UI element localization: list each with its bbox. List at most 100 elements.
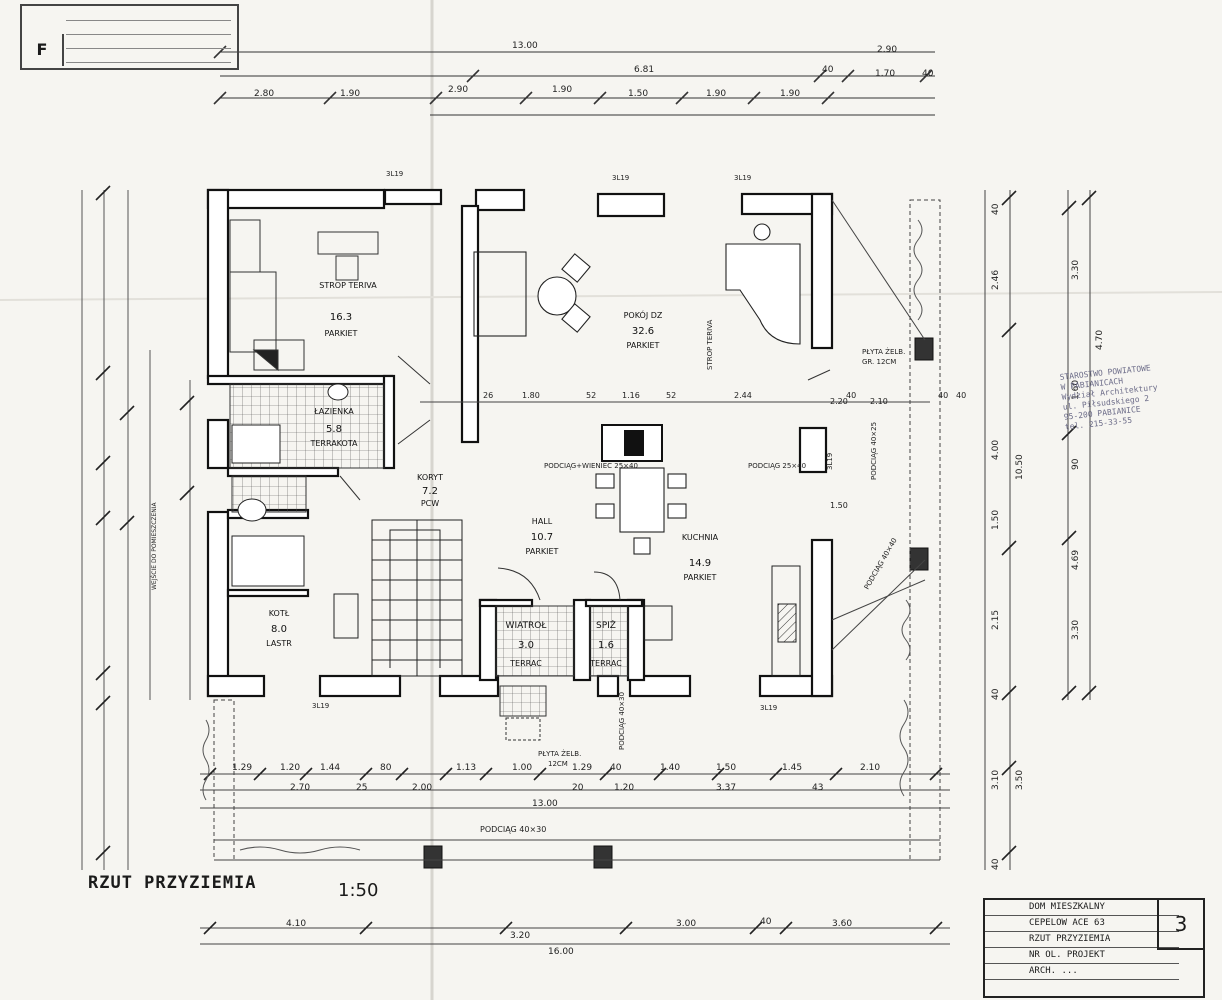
- bottom-dimension-texts: 1.29 1.20 1.44 80 1.13 1.00 1.29 40 1.40…: [232, 763, 880, 957]
- corner-stamp: F: [20, 4, 239, 70]
- dim-b1-0: 1.29: [232, 763, 252, 773]
- dim-int-6: 40: [846, 391, 856, 400]
- fireplace-opening: [624, 430, 644, 456]
- dim-right-14: 3.50: [1015, 770, 1025, 790]
- title-block-row: RZUT PRZYZIEMIA: [985, 932, 1179, 948]
- dim-right-6: 10.50: [1015, 454, 1025, 480]
- room-2-name: ŁAZIENKA: [313, 407, 354, 416]
- room-3-area: 7.2: [422, 486, 438, 497]
- note-plyta-bottom2: 12CM: [548, 760, 568, 768]
- dim-b1-5: 1.00: [512, 763, 532, 773]
- dim-b1-7: 40: [610, 763, 622, 773]
- dim-right-13: 3.10: [991, 770, 1001, 790]
- dim-top-row2-5: 1.90: [706, 89, 726, 99]
- dim-right-3: 4.70: [1095, 330, 1105, 350]
- title-block-row: NR OL. PROJEKT: [985, 948, 1179, 964]
- room-1-area: 32.6: [632, 326, 654, 337]
- room-4-name: HALL: [532, 517, 553, 526]
- drawing-scale: 1:50: [338, 880, 379, 901]
- dim-vb-3: 40: [760, 917, 772, 927]
- room-5-name: KUCHNIA: [682, 533, 719, 542]
- dim-right-7: 90: [1071, 458, 1081, 470]
- room-1-floor: PARKIET: [627, 341, 660, 350]
- outer-walls: [206, 188, 834, 698]
- room-5-floor: PARKIET: [684, 573, 717, 582]
- dim-very-bottom-total: 16.00: [548, 947, 574, 957]
- dim-b1-3: 80: [380, 763, 392, 773]
- dim-vb-4: 3.60: [832, 919, 852, 929]
- room-3-name: KORYT: [417, 473, 443, 482]
- room-7-area: 3.0: [518, 640, 534, 651]
- cabinet: [473, 251, 527, 337]
- dim-b2-5: 3.37: [716, 783, 736, 793]
- vestibule-tiles: [495, 605, 575, 677]
- dim-int-4: 52: [666, 391, 676, 400]
- armchair: [561, 253, 591, 283]
- corner-row: [66, 8, 231, 21]
- note-left: WEJŚCIE DO POMIESZCZENIA: [151, 501, 158, 590]
- chair: [595, 473, 615, 489]
- washbasin: [327, 383, 349, 401]
- dim-b2-1: 25: [356, 783, 367, 793]
- dim-int-3: 1.16: [622, 391, 640, 400]
- boiler-unit: [333, 593, 359, 639]
- interior-dimension-texts: 26 1.80 52 1.16 52 2.44 40 2.10 40 40 1.…: [420, 391, 966, 510]
- dim-b2-6: 43: [812, 783, 823, 793]
- dim-int-0: 26: [483, 391, 493, 400]
- dim-top-row2-6: 1.90: [780, 89, 800, 99]
- dim-vb-1: 3.20: [510, 931, 530, 941]
- note-lintel-5: 3L19: [760, 704, 777, 712]
- title-block-row: CEPELOW ACE 63: [985, 916, 1179, 932]
- bathtub: [231, 424, 281, 464]
- bottom-dimension-lines: [200, 767, 950, 945]
- door-swings: [339, 355, 831, 601]
- dim-right-4: 1.60: [1071, 380, 1081, 400]
- chair: [667, 503, 687, 519]
- dining-table: [619, 467, 665, 533]
- dim-bottom-total: 13.00: [532, 799, 558, 809]
- sheet-number: 3: [1157, 900, 1203, 950]
- room-5-area: 14.9: [689, 558, 711, 569]
- dim-int-10: 1.50: [830, 501, 848, 510]
- title-block-row: DOM MIESZKALNY: [985, 900, 1179, 916]
- dim-right-1: 2.46: [991, 270, 1001, 290]
- dim-b1-11: 2.10: [860, 763, 880, 773]
- bedroom-furniture: [229, 219, 379, 372]
- corner-sofa: [725, 243, 801, 345]
- dim-vb-2: 3.00: [676, 919, 696, 929]
- note-lintel-3: 3L19: [734, 174, 751, 182]
- room-8-area: 1.6: [598, 640, 614, 651]
- hedges: [202, 219, 923, 854]
- note-lintel-4: 3L19: [312, 702, 329, 710]
- terrace-outline: [213, 199, 941, 861]
- note-podciag-1: PODCIĄG 25×40: [748, 462, 806, 470]
- dim-top-right: 2.90: [877, 45, 897, 55]
- chair: [595, 503, 615, 519]
- dim-int-11: 2.20: [830, 397, 848, 406]
- dim-b2-0: 2.70: [290, 783, 310, 793]
- dim-top-row2-1: 1.90: [340, 89, 360, 99]
- corner-row: [66, 22, 231, 35]
- dim-top-mid: 6.81: [634, 65, 654, 75]
- dim-b2-4: 1.20: [614, 783, 634, 793]
- dim-b2-2: 2.00: [412, 783, 432, 793]
- dim-top-total: 13.00: [512, 41, 538, 51]
- room-7-name: WIATROŁ: [506, 621, 548, 631]
- entrance-mat: [505, 717, 541, 741]
- note-lintel-6: 3L19: [826, 453, 834, 470]
- dim-top-row2-0: 2.80: [254, 89, 274, 99]
- note-podciag-right2: PODCIĄG 40×40: [863, 537, 899, 591]
- dim-b1-10: 1.45: [782, 763, 802, 773]
- note-podciag-wieniec: PODCIĄG+WIENIEC 25×40: [544, 462, 638, 470]
- dim-b1-4: 1.13: [456, 763, 476, 773]
- room-2-area: 5.8: [326, 424, 342, 435]
- dim-b2-3: 20: [572, 783, 584, 793]
- note-podciag-bottom: PODCIĄG 40×30: [480, 825, 546, 834]
- room-4-floor: PARKIET: [526, 547, 559, 556]
- corner-number: F: [22, 34, 64, 66]
- dim-int-1: 1.80: [522, 391, 540, 400]
- dim-b1-6: 1.29: [572, 763, 592, 773]
- dim-right-2: 3.30: [1071, 260, 1081, 280]
- dim-right-8: 1.50: [991, 510, 1001, 530]
